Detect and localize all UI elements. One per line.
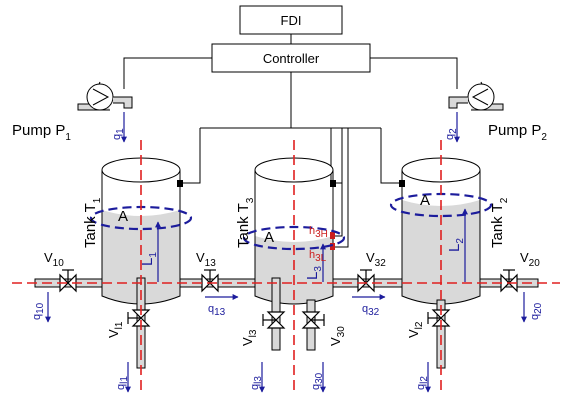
flow-q32-label: q32 bbox=[362, 303, 380, 318]
valve-v13-label: V13 bbox=[196, 250, 216, 269]
tank-1 bbox=[101, 157, 181, 305]
tank-2-label: Tank T2 bbox=[489, 197, 510, 248]
level-sensor-2 bbox=[399, 180, 405, 187]
center-axes bbox=[12, 140, 560, 395]
tank-3-area-label: A bbox=[264, 229, 274, 246]
sensor-3l bbox=[330, 243, 335, 250]
tank-1-area-label: A bbox=[118, 208, 128, 225]
flow-q1-label: q1 bbox=[111, 128, 126, 140]
level-sensor-3 bbox=[330, 180, 336, 187]
valve-v30-label: V30 bbox=[328, 326, 347, 346]
pump-1 bbox=[77, 81, 133, 111]
level-sensor-1 bbox=[177, 180, 183, 187]
level-arrows bbox=[155, 208, 468, 282]
sensor-3h bbox=[330, 232, 335, 239]
sensor-3h-label: h3H bbox=[309, 225, 328, 240]
fdi-block: FDI bbox=[239, 5, 343, 35]
tank-2-level-label: L2 bbox=[446, 238, 466, 252]
valve-v12-label: Vl2 bbox=[406, 321, 425, 338]
flow-q11-label: ql1 bbox=[115, 376, 130, 390]
valve-v11-label: Vl1 bbox=[106, 321, 125, 338]
flow-q2-label: q2 bbox=[444, 128, 459, 140]
tank-1-level-label: L1 bbox=[139, 252, 159, 266]
sensor-3l-label: h3L bbox=[309, 249, 327, 264]
pump-2-label: Pump P2 bbox=[488, 122, 547, 143]
valve-v10-label: V10 bbox=[44, 250, 64, 269]
flow-q20-label: q20 bbox=[529, 302, 544, 320]
flow-q10-label: q10 bbox=[31, 302, 46, 320]
tank-3-level-label: L3 bbox=[304, 266, 324, 280]
signal-lines bbox=[123, 57, 458, 248]
valve-v13b-label: Vl3 bbox=[240, 329, 259, 346]
fdi-label: FDI bbox=[281, 13, 302, 28]
controller-label: Controller bbox=[263, 51, 320, 66]
flow-arrows bbox=[45, 112, 527, 393]
flow-q12-label: ql2 bbox=[415, 376, 430, 390]
tank-1-label: Tank T1 bbox=[82, 197, 103, 248]
valve-v20-label: V20 bbox=[520, 250, 540, 269]
controller-block: Controller bbox=[211, 43, 371, 73]
tank-3-label: Tank T3 bbox=[235, 197, 256, 248]
tank-2-area-label: A bbox=[420, 192, 430, 209]
flow-q30-label: q30 bbox=[310, 372, 325, 390]
flow-q13b-label: ql3 bbox=[249, 376, 264, 390]
pump-1-label: Pump P1 bbox=[12, 122, 71, 143]
flow-q13-label: q13 bbox=[208, 303, 226, 318]
pump-2 bbox=[448, 81, 504, 111]
valve-v32-label: V32 bbox=[366, 250, 386, 269]
